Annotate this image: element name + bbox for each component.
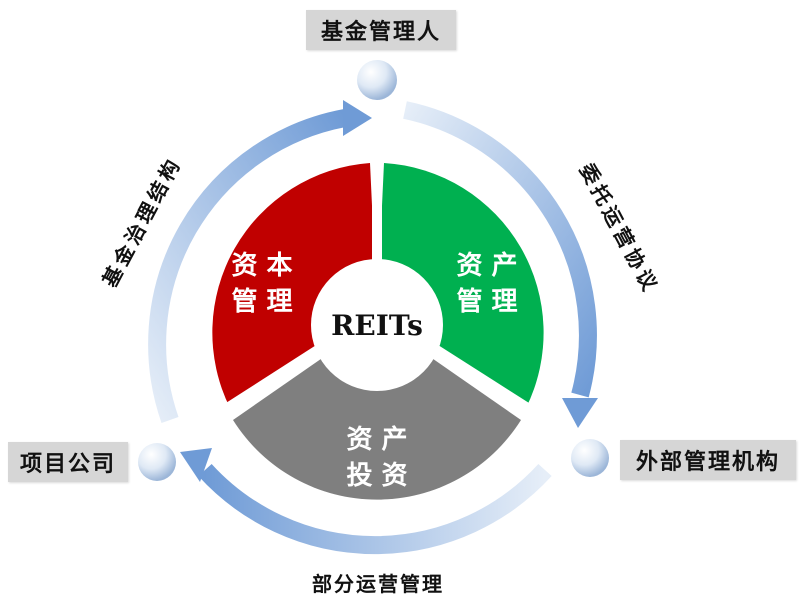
segment-capital-management [212,163,377,408]
connector-ball-left [138,443,176,481]
asset-line1: 资 产 [456,251,517,281]
capital-line1: 资 本 [231,251,292,281]
connector-ball-top [357,60,397,100]
capital-line2: 管 理 [231,287,292,317]
center-circle [311,259,443,391]
segment-asset-investment [233,320,521,500]
center-label: REITs [331,309,423,342]
segment-asset-management [377,163,544,408]
connector-ball-right [571,439,609,477]
arc-arrow-bottom [180,448,552,554]
arc-arrow-right [403,101,598,428]
project-company-box: 项目公司 [8,442,128,482]
arc-label-bottom: 部分运营管理 [312,572,444,596]
asset-line2: 管 理 [456,287,517,317]
investment-line1: 资 产 [346,425,407,455]
arc-arrow-left [148,100,372,423]
external-manager-box: 外部管理机构 [620,440,796,480]
fund-manager-box: 基金管理人 [306,10,456,50]
investment-line2: 投 资 [346,461,407,491]
